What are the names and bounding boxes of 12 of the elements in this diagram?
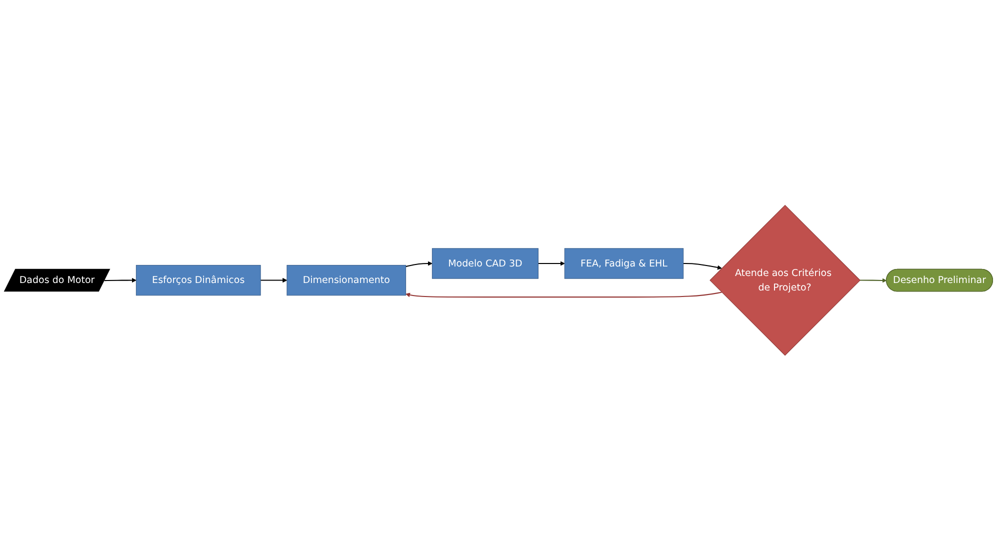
arrow <box>860 278 887 282</box>
arrow <box>683 262 722 270</box>
arrow <box>538 260 565 266</box>
node-box: Esforços Dinâmicos <box>136 264 261 296</box>
arrow <box>104 278 136 282</box>
arrow <box>406 260 432 267</box>
node-box: Dimensionamento <box>286 264 406 296</box>
node-box: FEA, Fadiga & EHL <box>564 248 684 279</box>
arrow <box>260 278 288 282</box>
node-diamond: Atende aos Critérios de Projeto? <box>710 204 860 356</box>
node-box: Modelo CAD 3D <box>432 248 538 279</box>
arrow <box>406 291 722 298</box>
